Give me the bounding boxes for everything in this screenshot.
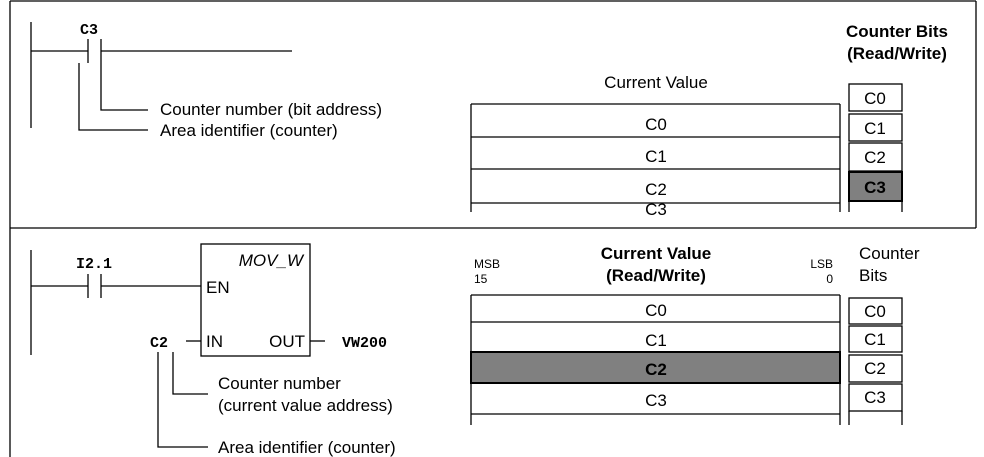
bottom-bit-cell <box>848 354 903 383</box>
bottom-value-labels: C0 C1 C2 C3 <box>645 301 667 410</box>
mov-w-title: MOV_W <box>239 251 305 270</box>
in-pin-label: IN <box>206 332 223 351</box>
bottom-bit-cells <box>848 297 903 425</box>
top-current-value-header: Current Value <box>604 73 708 92</box>
top-bit-c1: C1 <box>864 119 886 138</box>
top-bit-c0: C0 <box>864 89 886 108</box>
bottom-current-value-header-line2: (Read/Write) <box>606 266 706 285</box>
bottom-bit-labels: C0 C1 C2 C3 <box>864 302 886 407</box>
top-bit-cells <box>848 83 903 212</box>
top-callout-bit-label: Counter number (bit address) <box>160 100 382 119</box>
bottom-callout-area-label: Area identifier (counter) <box>218 438 396 457</box>
bottom-callout-number-line1: Counter number <box>218 374 341 393</box>
msb-bit: 15 <box>474 272 488 286</box>
top-bit-labels: C0 C1 C2 C3 <box>864 89 886 197</box>
top-bit-c3: C3 <box>864 178 886 197</box>
top-ladder <box>30 22 292 131</box>
en-pin-label: EN <box>206 278 230 297</box>
top-contact-address: C3 <box>80 22 98 39</box>
msb-label: MSB <box>474 257 500 271</box>
lsb-bit: 0 <box>826 272 833 286</box>
bottom-callout-area-line <box>157 352 208 448</box>
bottom-bit-c0: C0 <box>864 302 886 321</box>
bottom-value-c3: C3 <box>645 391 667 410</box>
bottom-value-table <box>470 294 841 425</box>
bottom-callout-number-line2: (current value address) <box>218 396 393 415</box>
diagram-frame <box>9 0 977 457</box>
bottom-value-c1: C1 <box>645 331 667 350</box>
top-callout-area-line <box>78 63 148 131</box>
top-bit-cell-highlighted <box>848 171 903 202</box>
top-bits-header-line2: (Read/Write) <box>847 44 947 63</box>
top-bit-c2: C2 <box>864 148 886 167</box>
top-value-c2: C2 <box>645 180 667 199</box>
top-bits-header-line1: Counter Bits <box>846 22 948 41</box>
in-operand: C2 <box>150 335 168 352</box>
lsb-label: LSB <box>810 257 833 271</box>
top-value-c0: C0 <box>645 115 667 134</box>
bottom-current-value-header-line1: Current Value <box>601 244 712 263</box>
top-callout-bit-line <box>100 63 148 111</box>
mov-w-box <box>200 243 311 357</box>
bottom-bit-cell <box>848 297 903 325</box>
top-value-table <box>470 103 841 212</box>
bottom-bit-cell <box>848 383 903 412</box>
bottom-ladder <box>30 243 325 448</box>
bottom-value-c0: C0 <box>645 301 667 320</box>
top-bit-cell <box>848 113 903 142</box>
top-value-c3: C3 <box>645 200 667 219</box>
bottom-bit-c3: C3 <box>864 388 886 407</box>
top-callout-area-label: Area identifier (counter) <box>160 121 338 140</box>
top-bit-cell <box>848 83 903 112</box>
out-pin-label: OUT <box>269 332 305 351</box>
bottom-bit-c1: C1 <box>864 330 886 349</box>
bottom-bit-cell <box>848 325 903 353</box>
top-value-labels: C0 C1 C2 C3 <box>645 115 667 219</box>
bottom-contact-address: I2.1 <box>76 256 112 273</box>
bottom-bits-header-line2: Bits <box>859 266 887 285</box>
bottom-value-c2: C2 <box>645 360 667 379</box>
out-operand: VW200 <box>342 335 387 352</box>
bottom-callout-number-line <box>172 352 208 395</box>
bottom-bits-header-line1: Counter <box>859 244 920 263</box>
top-value-c1: C1 <box>645 147 667 166</box>
bottom-bit-c2: C2 <box>864 359 886 378</box>
